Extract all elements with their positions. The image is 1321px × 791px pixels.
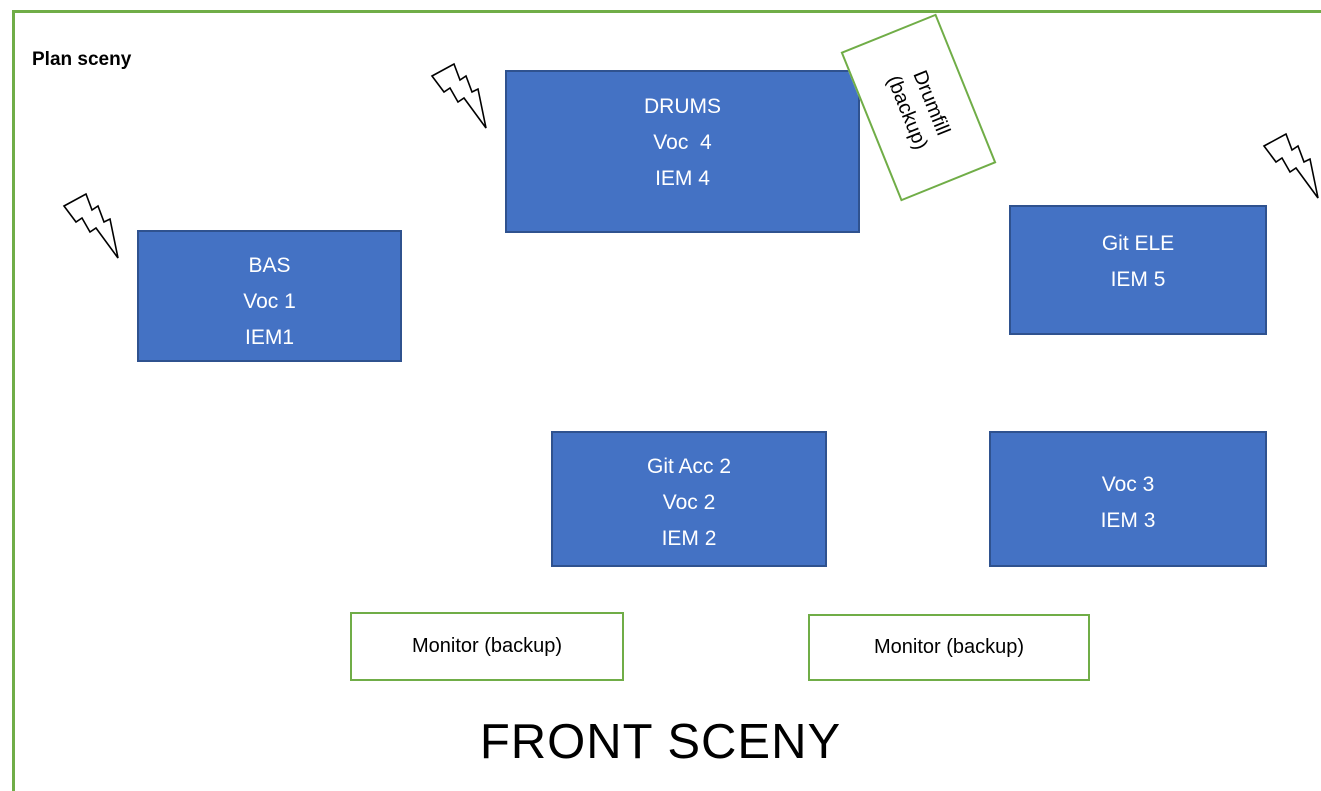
lightning-bolt-icon bbox=[430, 62, 487, 129]
frame-border-top bbox=[12, 10, 1321, 13]
block-line: IEM 2 bbox=[661, 527, 717, 550]
drumfill-box: Drumfill (backup) bbox=[840, 13, 997, 202]
block-line: Voc 2 bbox=[662, 491, 716, 514]
block-voc3: Voc 3 IEM 3 bbox=[989, 431, 1267, 567]
block-bas: BAS Voc 1 IEM1 bbox=[137, 230, 402, 362]
block-line: IEM1 bbox=[244, 326, 294, 349]
block-line: Git ELE bbox=[1101, 232, 1175, 255]
block-line: Voc 3 bbox=[1101, 473, 1155, 496]
block-line: Voc 4 bbox=[653, 131, 712, 154]
block-line: Git Acc 2 bbox=[646, 455, 732, 478]
block-line: IEM 4 bbox=[655, 167, 710, 190]
lightning-bolt-icon bbox=[62, 192, 119, 259]
front-label: FRONT SCENY bbox=[479, 715, 842, 769]
drumfill-label: Drumfill (backup) bbox=[866, 28, 970, 187]
block-line: BAS bbox=[248, 254, 291, 277]
block-line: IEM 3 bbox=[1100, 509, 1156, 532]
lightning-bolt-icon bbox=[1262, 132, 1319, 199]
block-git-ele: Git ELE IEM 5 bbox=[1009, 205, 1267, 335]
block-git-acc: Git Acc 2 Voc 2 IEM 2 bbox=[551, 431, 827, 567]
block-line: IEM 5 bbox=[1110, 268, 1166, 291]
frame-border-left bbox=[12, 10, 15, 791]
page-title: Plan sceny bbox=[32, 49, 132, 70]
block-drums: DRUMS Voc 4 IEM 4 bbox=[505, 70, 860, 233]
monitor-box-right: Monitor (backup) bbox=[808, 614, 1090, 681]
block-line: Voc 1 bbox=[243, 290, 296, 313]
monitor-box-left: Monitor (backup) bbox=[350, 612, 624, 681]
block-line: DRUMS bbox=[644, 95, 721, 118]
